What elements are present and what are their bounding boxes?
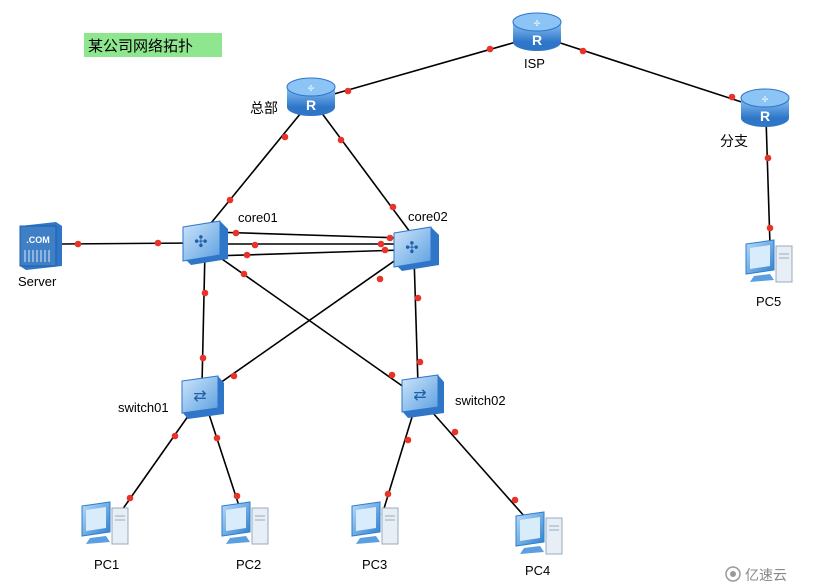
- svg-text:✣: ✣: [194, 232, 207, 251]
- switch02-device[interactable]: ⇄: [401, 374, 444, 418]
- label-switch01: switch01: [118, 400, 169, 415]
- link-core01-switch01: [201, 249, 206, 386]
- pc2-device[interactable]: [221, 501, 269, 545]
- label-pc1: PC1: [94, 557, 120, 572]
- link-switch02-pc4: [424, 403, 526, 518]
- svg-text:R: R: [760, 108, 770, 124]
- port-dots: [74, 45, 774, 504]
- link-core02-switch01: [209, 251, 408, 391]
- svg-text:⇄: ⇄: [193, 386, 206, 405]
- label-isp: ISP: [524, 56, 545, 71]
- server-icon-text: .COM: [26, 235, 50, 245]
- label-branch: 分支: [720, 134, 748, 150]
- core02-switch[interactable]: ✣: [393, 226, 439, 271]
- label-pc5: PC5: [756, 294, 782, 309]
- label-hq: 总部: [250, 101, 278, 117]
- switch01-device[interactable]: ⇄: [181, 375, 224, 419]
- link-switch01-pc1: [114, 401, 199, 521]
- label-core02: core02: [408, 209, 448, 224]
- link-core01-core02-a: [211, 231, 403, 239]
- diagram-title: 某公司网络拓扑: [88, 37, 194, 55]
- link-hq-core01: [206, 107, 306, 229]
- link-server-core01: [59, 242, 196, 245]
- links: [59, 37, 771, 521]
- router-hq[interactable]: ✢ R: [286, 77, 336, 116]
- label-pc4: PC4: [525, 563, 551, 578]
- link-isp-branch: [544, 37, 761, 109]
- link-core02-switch02: [413, 255, 419, 386]
- link-hq-isp: [319, 37, 531, 99]
- svg-text:✢: ✢: [762, 95, 769, 104]
- svg-text:✢: ✢: [308, 84, 315, 93]
- watermark-logo-icon: [725, 566, 741, 582]
- pc5-device[interactable]: [745, 239, 793, 283]
- link-switch02-pc3: [381, 403, 417, 516]
- svg-text:R: R: [532, 32, 542, 48]
- watermark-text: 亿速云: [745, 568, 787, 584]
- pc1-device[interactable]: [81, 501, 129, 545]
- svg-text:⇄: ⇄: [413, 385, 426, 404]
- label-server: Server: [18, 274, 57, 289]
- link-hq-core02: [317, 107, 411, 233]
- svg-text:✢: ✢: [534, 19, 541, 28]
- label-pc2: PC2: [236, 557, 262, 572]
- svg-text:✣: ✣: [405, 238, 418, 257]
- link-core01-core02-c: [211, 249, 403, 257]
- router-branch[interactable]: ✢ R: [740, 88, 790, 127]
- pc4-device[interactable]: [515, 511, 563, 555]
- core01-switch[interactable]: ✣: [182, 220, 228, 265]
- link-branch-pc5: [765, 117, 771, 246]
- label-switch02: switch02: [455, 393, 506, 408]
- router-isp[interactable]: ✢ R: [512, 12, 562, 51]
- title-box: [84, 33, 222, 57]
- label-pc3: PC3: [362, 557, 388, 572]
- server-device[interactable]: .COM: [19, 222, 62, 270]
- svg-text:R: R: [306, 97, 316, 113]
- label-core01: core01: [238, 210, 278, 225]
- pc3-device[interactable]: [351, 501, 399, 545]
